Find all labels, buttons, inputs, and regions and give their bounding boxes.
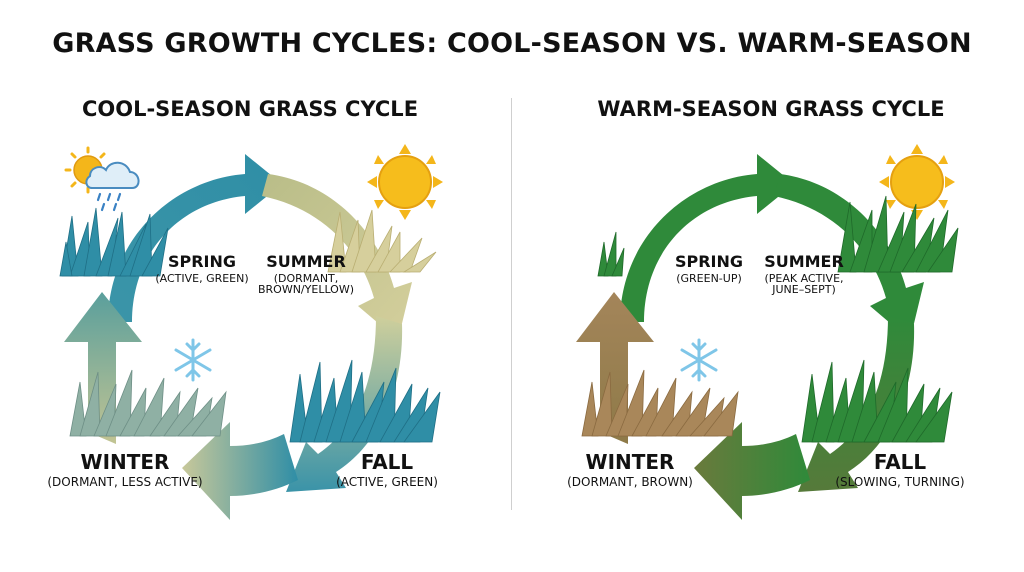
cycle-arrow-icon <box>620 154 794 322</box>
cycle-arrow-icon <box>286 316 403 492</box>
grass-clump-icon <box>289 359 441 443</box>
grass-clump-icon <box>837 195 959 273</box>
grass-clump-icon <box>597 231 625 277</box>
grass-clump-icon <box>581 369 739 437</box>
warm-spring-label: SPRING (GREEN-UP) <box>664 252 754 285</box>
warm-season-diagram <box>576 144 959 520</box>
cycle-arrow-icon <box>694 422 810 520</box>
cool-winter-name: WINTER <box>80 450 170 474</box>
cool-summer-name: SUMMER <box>266 252 346 271</box>
sun-icon <box>367 144 443 220</box>
panel-divider <box>511 98 512 510</box>
main-title: GRASS GROWTH CYCLES: COOL-SEASON VS. WAR… <box>52 28 972 59</box>
cycle-arrow-icon <box>182 422 298 520</box>
snowflake-icon <box>174 338 212 382</box>
cool-summer-label: SUMMER (DORMANT, BROWN/YELLOW) <box>252 252 360 297</box>
cool-fall-label: FALL (ACTIVE, GREEN) <box>330 452 444 489</box>
warm-winter-label: WINTER (DORMANT, BROWN) <box>560 452 700 489</box>
warm-summer-detail-1: (PEAK ACTIVE, <box>764 271 844 285</box>
warm-season-panel: WARM-SEASON GRASS CYCLE <box>512 92 1024 532</box>
warm-winter-detail: (DORMANT, BROWN) <box>567 475 693 489</box>
cool-winter-label: WINTER (DORMANT, LESS ACTIVE) <box>40 452 210 489</box>
warm-summer-name: SUMMER <box>764 252 844 271</box>
warm-cycle-ring <box>576 154 924 520</box>
cool-summer-detail-2: BROWN/YELLOW) <box>257 283 355 297</box>
warm-fall-name: FALL <box>873 450 927 474</box>
rain-cloud-icon <box>85 161 140 212</box>
grass-clump-icon <box>327 209 437 273</box>
cycle-arrow-icon <box>774 174 924 340</box>
cool-spring-detail: (ACTIVE, GREEN) <box>155 271 249 285</box>
snowflake-icon <box>680 338 718 382</box>
sun-icon <box>879 144 955 220</box>
cool-season-title: COOL-SEASON GRASS CYCLE <box>81 97 419 121</box>
warm-summer-detail-2: JUNE–SEPT) <box>772 283 836 297</box>
cycle-arrow-icon <box>108 154 282 322</box>
cycle-arrow-icon <box>576 292 654 444</box>
cycle-arrow-icon <box>798 316 915 492</box>
warm-season-title: WARM-SEASON GRASS CYCLE <box>597 97 945 121</box>
warm-winter-name: WINTER <box>585 450 675 474</box>
warm-fall-detail: (SLOWING, TURNING) <box>835 475 965 489</box>
cool-fall-detail: (ACTIVE, GREEN) <box>336 475 438 489</box>
warm-spring-name: SPRING <box>674 252 744 271</box>
cool-cycle-ring <box>64 154 412 520</box>
cool-fall-name: FALL <box>360 450 414 474</box>
cycle-arrow-icon <box>262 174 412 340</box>
grass-clump-icon <box>69 369 227 437</box>
grass-clump-icon <box>801 359 953 443</box>
cool-season-panel: COOL-SEASON GRASS CYCLE <box>0 92 512 532</box>
cool-spring-label: SPRING (ACTIVE, GREEN) <box>150 252 254 285</box>
cool-winter-detail: (DORMANT, LESS ACTIVE) <box>47 475 203 489</box>
warm-fall-label: FALL (SLOWING, TURNING) <box>830 452 970 489</box>
warm-spring-detail: (GREEN-UP) <box>676 271 742 285</box>
warm-summer-label: SUMMER (PEAK ACTIVE, JUNE–SEPT) <box>754 252 854 297</box>
cycle-arrow-icon <box>64 292 142 444</box>
cool-summer-detail-1: (DORMANT, <box>273 271 339 285</box>
cool-season-diagram <box>59 144 443 520</box>
cool-spring-name: SPRING <box>167 252 237 271</box>
grass-clump-icon <box>59 207 169 277</box>
